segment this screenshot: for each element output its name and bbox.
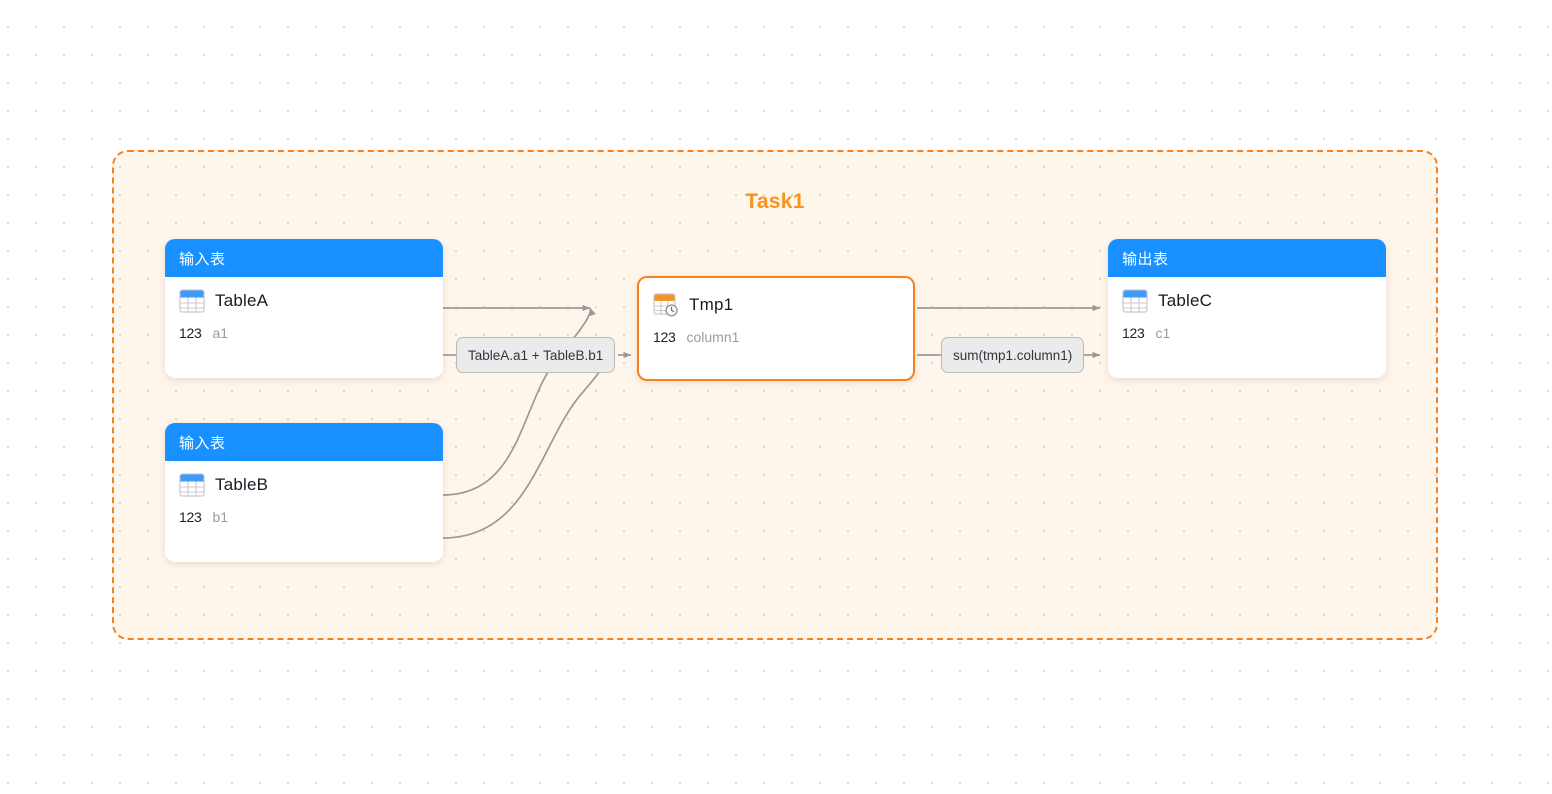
node-tableC-field-c1[interactable]: 123 c1 xyxy=(1108,319,1386,357)
edge-label-expression[interactable]: TableA.a1 + TableB.b1 xyxy=(456,337,616,373)
node-tableB-field-b1[interactable]: 123 b1 xyxy=(165,503,443,541)
field-type: 123 xyxy=(179,509,202,525)
task-group-container[interactable]: Task1 xyxy=(112,150,1438,640)
node-tableA-body: TableA 123 a1 xyxy=(165,277,443,357)
field-type: 123 xyxy=(1122,325,1145,341)
node-tableC-header: 输出表 xyxy=(1108,239,1386,277)
node-tableB-header-label: 输入表 xyxy=(179,434,226,452)
edge-label-aggregate[interactable]: sum(tmp1.column1) xyxy=(941,337,1085,373)
node-tableA-title: TableA xyxy=(215,291,269,310)
field-name: column1 xyxy=(686,329,740,345)
table-icon xyxy=(179,289,205,313)
node-tmp1-field-column1[interactable]: 123 column1 xyxy=(639,323,913,361)
task-title: Task1 xyxy=(745,190,805,213)
node-tmp1-body: Tmp1 123 column1 xyxy=(639,278,913,361)
node-tableB-title: TableB xyxy=(215,475,269,494)
field-name: c1 xyxy=(1155,325,1171,341)
field-name: a1 xyxy=(212,325,229,341)
node-tableB-title-row: TableB xyxy=(165,461,443,503)
field-type: 123 xyxy=(653,329,676,345)
node-tableB[interactable]: 输入表 TableB xyxy=(165,423,443,562)
field-type: 123 xyxy=(179,325,202,341)
node-tmp1[interactable]: Tmp1 123 column1 xyxy=(637,276,915,381)
node-tableC-body: TableC 123 c1 xyxy=(1108,277,1386,357)
node-tableC[interactable]: 输出表 TableC xyxy=(1108,239,1386,378)
node-tmp1-title-row: Tmp1 xyxy=(639,278,913,323)
node-tableA-field-a1[interactable]: 123 a1 xyxy=(165,319,443,357)
node-tmp1-title: Tmp1 xyxy=(689,295,734,314)
node-tableA-header: 输入表 xyxy=(165,239,443,277)
node-tableB-header: 输入表 xyxy=(165,423,443,461)
node-tableC-header-label: 输出表 xyxy=(1122,250,1169,268)
node-tableA-header-label: 输入表 xyxy=(179,250,226,268)
node-tableB-body: TableB 123 b1 xyxy=(165,461,443,541)
node-tableC-title-row: TableC xyxy=(1108,277,1386,319)
node-tableA[interactable]: 输入表 TableA xyxy=(165,239,443,378)
table-clock-icon xyxy=(653,293,679,317)
node-tableA-title-row: TableA xyxy=(165,277,443,319)
field-name: b1 xyxy=(212,509,229,525)
node-tableC-title: TableC xyxy=(1158,291,1213,310)
table-icon xyxy=(1122,289,1148,313)
table-icon xyxy=(179,473,205,497)
